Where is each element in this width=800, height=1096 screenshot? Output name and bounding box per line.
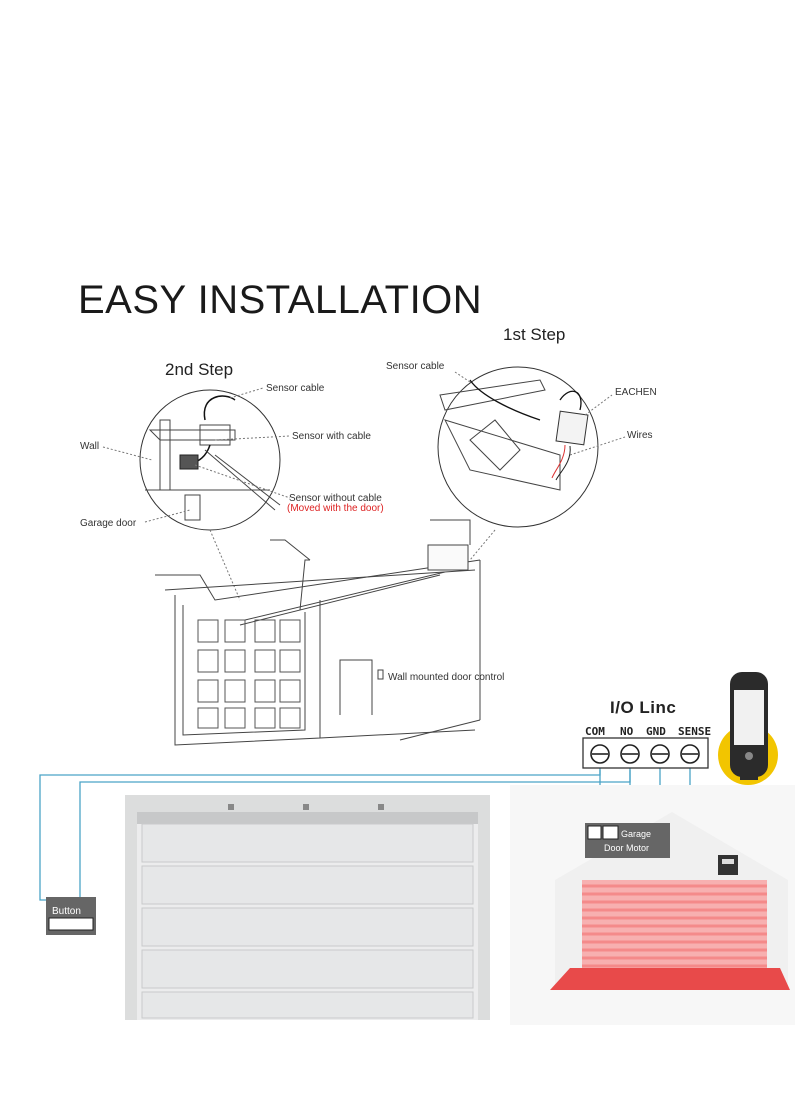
wall-control-label: Wall mounted door control (388, 672, 505, 683)
button-box (46, 897, 96, 935)
sensor-without-cable-label: Sensor without cable (289, 493, 382, 504)
motor-label-line1: Garage (621, 829, 652, 839)
first-step-zoom-circle (437, 366, 599, 528)
eachen-label: EACHEN (615, 387, 657, 398)
terminal-label-com: COM (585, 725, 605, 738)
second-step-label: 2nd Step (165, 360, 234, 379)
terminal-screw-icon (590, 744, 700, 764)
button-label: Button (52, 906, 81, 917)
wifi-switch-icon (718, 672, 778, 785)
sensor-cable-label-right: Sensor cable (386, 361, 445, 372)
sensor-cable-label-left: Sensor cable (266, 383, 325, 394)
garage-opener-lineart (155, 519, 481, 746)
first-step-label: 1st Step (503, 325, 566, 344)
garage-house-red (510, 785, 795, 1025)
second-step-zoom-circle (139, 389, 281, 531)
wall-label: Wall (80, 441, 100, 452)
io-linc-title: I/O Linc (610, 698, 677, 717)
garage-door-front (125, 795, 490, 1020)
moved-with-door-note: (Moved with the door) (287, 503, 384, 514)
wires-label: Wires (627, 430, 653, 441)
terminal-label-gnd: GND (646, 725, 666, 738)
page-title: EASY INSTALLATION (78, 278, 483, 322)
terminal-label-no: NO (620, 725, 634, 738)
sensor-with-cable-label: Sensor with cable (292, 431, 371, 442)
garage-motor-box (585, 823, 670, 858)
terminal-label-sense: SENSE (678, 725, 712, 738)
garage-door-label: Garage door (80, 518, 137, 529)
motor-label-line2: Door Motor (604, 843, 650, 853)
